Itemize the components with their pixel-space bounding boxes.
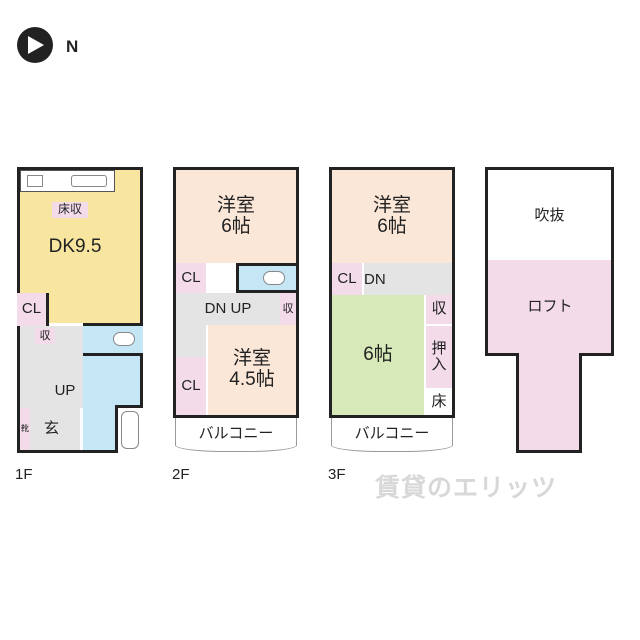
toilet-icon <box>113 332 135 346</box>
bathtub <box>115 405 143 453</box>
floor-label-2f: 2F <box>172 466 190 483</box>
balcony-3f: バルコニー <box>331 418 453 452</box>
sink-icon <box>71 175 107 187</box>
closet-1f: CL <box>17 293 49 326</box>
void-area: 吹抜 <box>485 167 614 263</box>
oshiire: 押 入 <box>426 326 452 388</box>
stairs-3f: DN <box>364 263 452 295</box>
loft-lower <box>516 353 582 453</box>
floor-label-1f: 1F <box>15 466 33 483</box>
closet-3f: CL <box>332 263 362 295</box>
room-2f-4-5jo: 洋室 4.5帖 <box>208 325 296 415</box>
floor-3f: 洋室 6帖 CL DN 6帖 収 押 入 床 <box>329 167 455 418</box>
loft-label: ロフト <box>527 297 573 315</box>
shoe-cabinet: 靴 <box>20 408 30 450</box>
room-2f-6jo: 洋室 6帖 <box>176 170 296 263</box>
stairs-up-label: UP <box>54 381 76 399</box>
toilet-icon <box>263 271 285 285</box>
closet-2f-lower: CL <box>176 357 206 415</box>
toilet-2f <box>236 263 296 293</box>
closet-2f-upper: CL <box>176 263 206 293</box>
storage-3f: 収 <box>426 295 452 324</box>
room-3f-6jo: 洋室 6帖 <box>332 170 452 263</box>
north-label: N <box>66 37 79 56</box>
tokonoma: 床 <box>431 393 447 411</box>
entrance: 玄 <box>23 408 80 450</box>
tatami-room: 6帖 <box>332 295 424 415</box>
stairs-2f <box>176 325 206 357</box>
floor-storage: 床収 <box>52 202 88 218</box>
floor-1f: 床収 DK9.5 CL 収 UP 玄 靴 <box>17 167 143 453</box>
north-arrow-icon <box>17 27 53 63</box>
floor-2f: 洋室 6帖 CL DN UP 収 CL 洋室 4.5帖 <box>173 167 299 418</box>
entrance-label: 玄 <box>43 419 59 437</box>
stove-icon <box>27 175 43 187</box>
loft-joint <box>519 350 579 356</box>
toilet-1f <box>83 323 143 356</box>
dk-label: DK9.5 <box>48 235 102 257</box>
floor-label-3f: 3F <box>328 466 346 483</box>
balcony-2f: バルコニー <box>175 418 297 452</box>
stairs-dn-label: DN <box>364 270 386 288</box>
watermark-logo: 賃貸のエリッツ <box>375 474 558 502</box>
storage-1f: 収 <box>35 328 55 344</box>
storage-2f: 収 <box>280 293 296 325</box>
hall-2f: DN UP <box>176 293 280 325</box>
kitchen-counter <box>20 170 115 192</box>
